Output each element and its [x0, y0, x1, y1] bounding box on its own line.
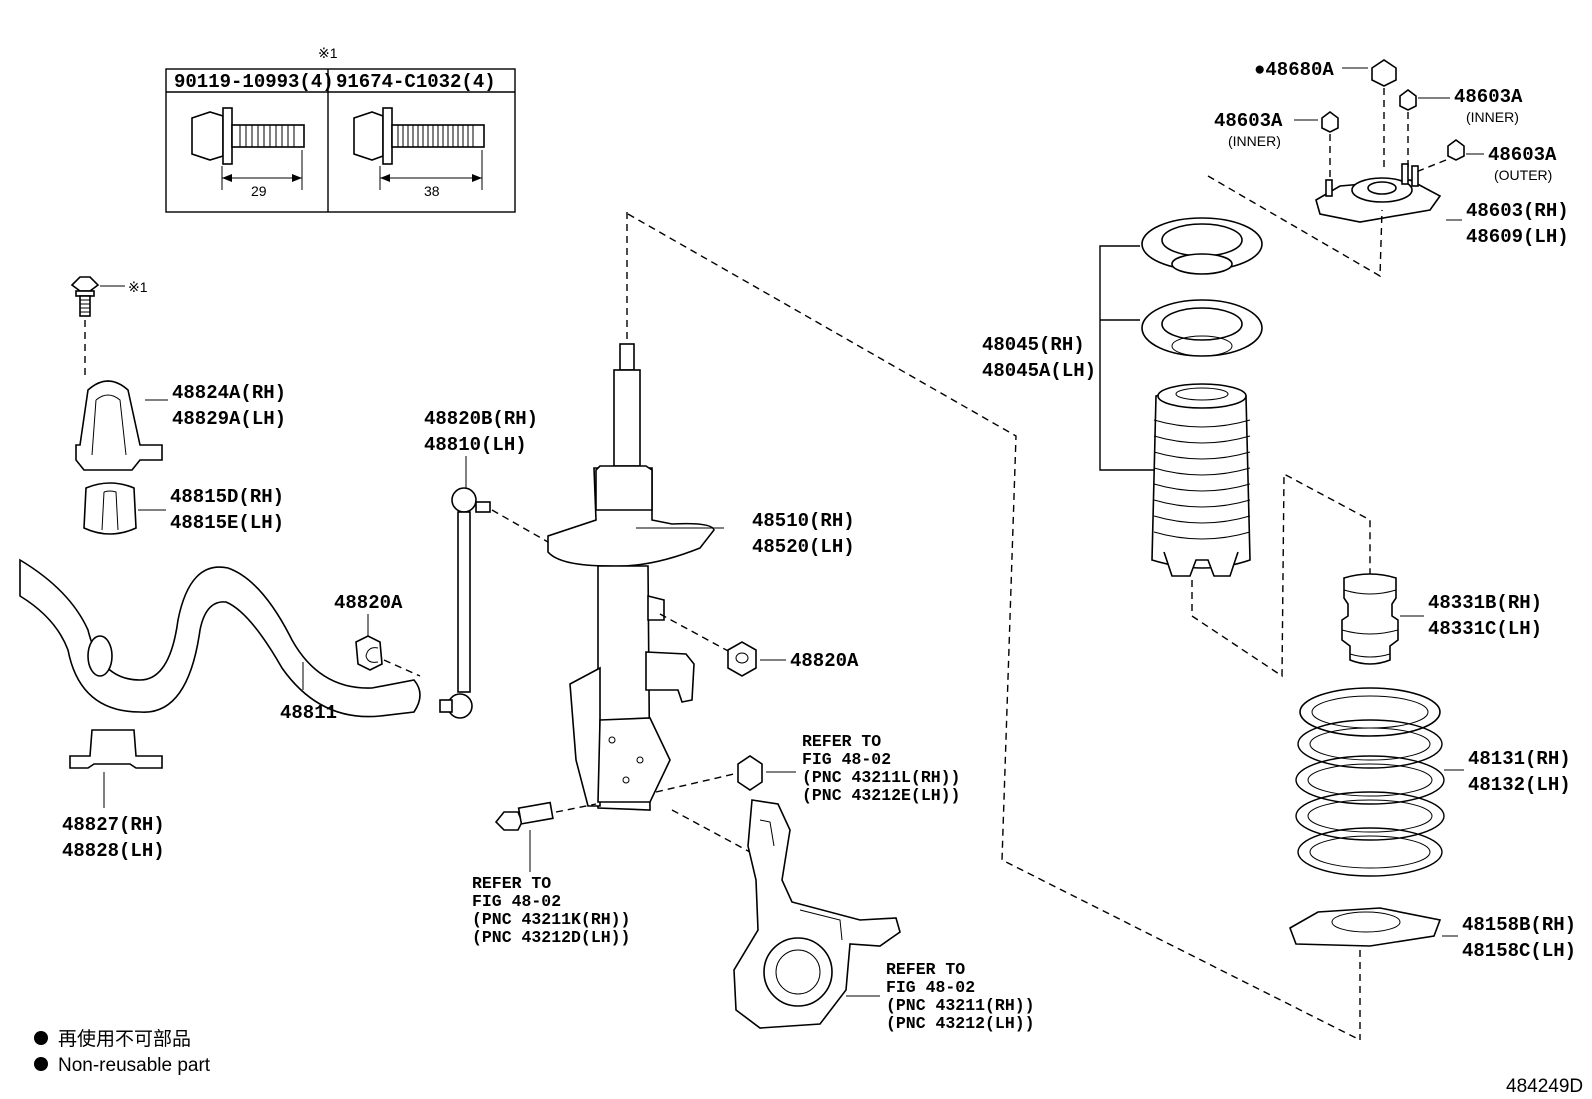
label-48815E: 48815E(LH) [170, 512, 284, 534]
label-48603A-inner-right: 48603A [1454, 86, 1523, 108]
coil-spring: 48131(RH) 48132(LH) [1295, 687, 1571, 877]
label-48680A: ●48680A [1254, 59, 1334, 81]
mount-nut-inner-left: 48603A (INNER) [1214, 110, 1339, 180]
bullet-icon [34, 1031, 48, 1045]
stabilizer-bracket-upper: 48824A(RH) 48829A(LH) [75, 380, 286, 471]
label-48824A: 48824A(RH) [172, 382, 286, 404]
ref3-line3: (PNC 43211(RH)) [886, 996, 1035, 1015]
note-mark-bolt: ※1 [128, 279, 148, 295]
label-48331C: 48331C(LH) [1428, 618, 1542, 640]
label-48829A: 48829A(LH) [172, 408, 286, 430]
strut-boot [1151, 383, 1251, 577]
steering-knuckle: REFER TO FIG 48-02 (PNC 43211(RH)) (PNC … [671, 799, 1035, 1033]
label-48158B: 48158B(RH) [1462, 914, 1576, 936]
label-48810: 48810(LH) [424, 434, 527, 456]
label-48815D: 48815D(RH) [170, 486, 284, 508]
legend-en: Non-reusable part [58, 1055, 211, 1076]
label-48158C: 48158C(LH) [1462, 940, 1576, 962]
guide-mount [1207, 175, 1383, 278]
bracket-bolt: ※1 [70, 276, 148, 380]
guide-strut [627, 213, 1361, 1041]
legend: 再使用不可部品 Non-reusable part [34, 1028, 211, 1076]
label-48609: 48609(LH) [1466, 226, 1569, 248]
label-48828: 48828(LH) [62, 840, 165, 862]
guide-boot [1191, 472, 1371, 678]
label-48132: 48132(LH) [1468, 774, 1571, 796]
ref2-line4: (PNC 43212D(LH)) [472, 928, 630, 947]
bolt-table: ※1 90119-10993(4) 91674-C1032(4) 29 [165, 45, 516, 213]
bolt-part-2: 91674-C1032(4) [336, 71, 496, 93]
knuckle-bolt: REFER TO FIG 48-02 (PNC 43211K(RH)) (PNC… [472, 801, 630, 947]
figure-id: 484249D [1506, 1076, 1583, 1097]
label-inner-left: (INNER) [1228, 133, 1281, 149]
ref3-line4: (PNC 43212(LH)) [886, 1014, 1035, 1033]
stabilizer-bushing: 48815D(RH) 48815E(LH) [83, 482, 284, 535]
ref1-line4: (PNC 43212E(LH)) [802, 786, 960, 805]
bump-stopper: 48331B(RH) 48331C(LH) [1341, 573, 1542, 665]
label-48811: 48811 [280, 702, 337, 724]
bolt-length-1: 29 [251, 183, 267, 199]
label-48603: 48603(RH) [1466, 200, 1569, 222]
label-48045: 48045(RH) [982, 334, 1085, 356]
ref1-line3: (PNC 43211L(RH)) [802, 768, 960, 787]
bolt-1-drawing: 29 [191, 107, 305, 199]
label-inner-right: (INNER) [1466, 109, 1519, 125]
mount-nut-outer: 48603A (OUTER) [1415, 139, 1557, 183]
strut-assembly [547, 212, 715, 811]
label-48820A-left: 48820A [334, 592, 403, 614]
stabilizer-nut-48820A: 48820A [334, 592, 421, 677]
mount-nut-48680A: ●48680A [1254, 59, 1397, 170]
bolt-part-1: 90119-10993(4) [174, 71, 334, 93]
upper-mount: 48603(RH) 48609(LH) [1315, 163, 1569, 248]
mount-nut-inner-right: 48603A (INNER) [1399, 86, 1523, 168]
bolt-2-drawing: 38 [353, 107, 485, 199]
bracket-48045: 48045(RH) 48045A(LH) [982, 245, 1154, 471]
ref2-line1: REFER TO [472, 874, 551, 893]
label-48820B: 48820B(RH) [424, 408, 538, 430]
bullet-icon [34, 1057, 48, 1071]
spring-seat-lower: 48158B(RH) 48158C(LH) [1289, 907, 1576, 962]
note-mark-table: ※1 [318, 45, 338, 61]
ref2-line2: FIG 48-02 [472, 892, 561, 911]
label-48520: 48520(LH) [752, 536, 855, 558]
ref1-line1: REFER TO [802, 732, 881, 751]
stabilizer-bracket-lower: 48827(RH) 48828(LH) [62, 729, 165, 862]
ref3-line2: FIG 48-02 [886, 978, 975, 997]
stabilizer-link: 48820B(RH) 48810(LH) [424, 408, 549, 719]
label-48045A: 48045A(LH) [982, 360, 1096, 382]
label-outer: (OUTER) [1494, 167, 1552, 183]
ref1-line2: FIG 48-02 [802, 750, 891, 769]
label-48510: 48510(RH) [752, 510, 855, 532]
knuckle-nut: REFER TO FIG 48-02 (PNC 43211L(RH)) (PNC… [655, 732, 960, 805]
label-48820A-right: 48820A [790, 650, 859, 672]
stabilizer-bar: 48811 [19, 558, 421, 724]
ref2-line3: (PNC 43211K(RH)) [472, 910, 630, 929]
label-48603A-outer: 48603A [1488, 144, 1557, 166]
label-48131: 48131(RH) [1468, 748, 1571, 770]
legend-jp: 再使用不可部品 [58, 1028, 191, 1050]
label-48331B: 48331B(RH) [1428, 592, 1542, 614]
strut-nut-48820A: 48820A [659, 613, 859, 677]
bolt-length-2: 38 [424, 183, 440, 199]
spring-seat-upper [1141, 217, 1263, 357]
label-48603A-inner-left: 48603A [1214, 110, 1283, 132]
ref3-line1: REFER TO [886, 960, 965, 979]
label-48827: 48827(RH) [62, 814, 165, 836]
